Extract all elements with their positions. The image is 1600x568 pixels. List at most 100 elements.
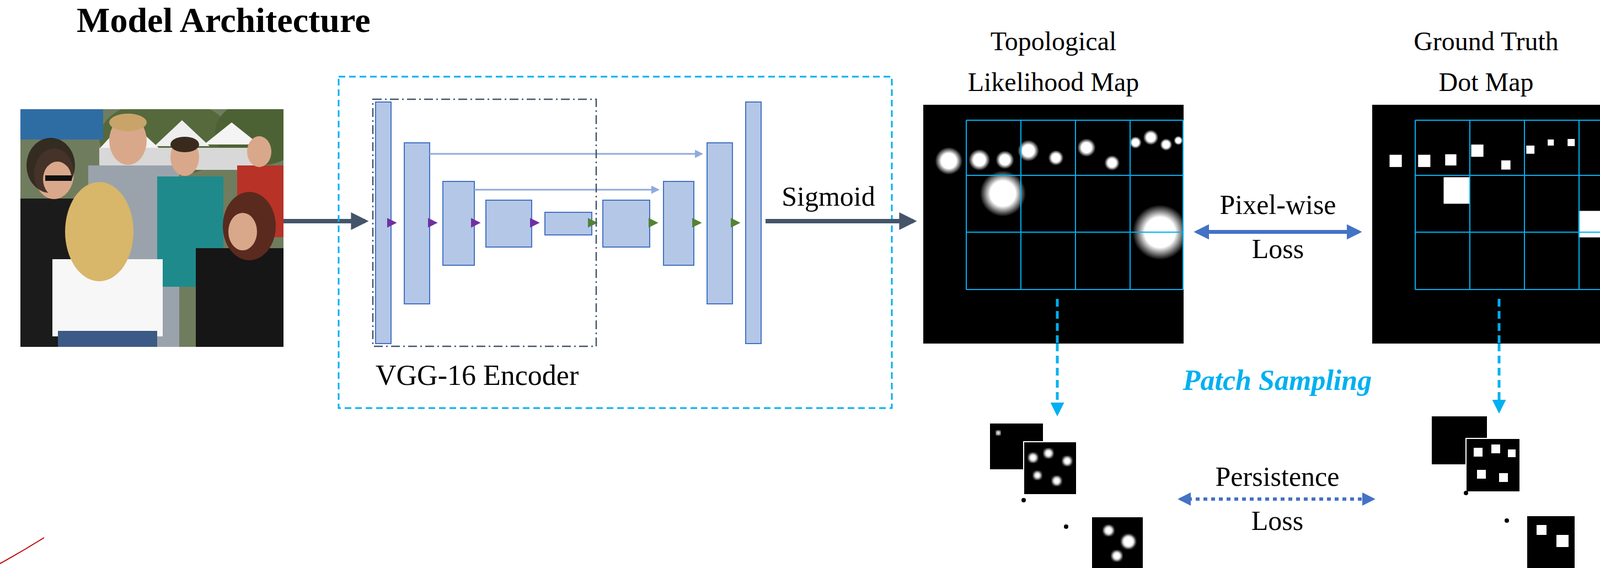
- layer-bar: [404, 142, 430, 304]
- dot-square: [1547, 139, 1554, 146]
- up-sample-arrow: [592, 222, 739, 224]
- crowd-photo: [57, 330, 158, 347]
- layer-bar: [485, 200, 532, 248]
- likelihood-blob: [1159, 138, 1173, 151]
- crowd-photo: [222, 191, 276, 261]
- skip-connection: [429, 153, 702, 190]
- dot-square: [1567, 138, 1575, 147]
- patch-grid: [1129, 120, 1131, 290]
- patch-grid: [1469, 120, 1471, 290]
- patch-grid: [1182, 120, 1184, 290]
- ground-truth-patch: [1507, 449, 1516, 458]
- patch-grid: [966, 119, 1184, 121]
- skip-connection: [474, 189, 658, 191]
- predicted-patch: [1103, 525, 1114, 536]
- predicted-patch: [1092, 517, 1143, 568]
- encoder-box: VGG-16 Encoder: [372, 98, 597, 347]
- patch-grid: [1415, 119, 1600, 121]
- ground-truth-patch: [1499, 473, 1508, 483]
- dot-square: [1389, 154, 1402, 168]
- layer-bar: [663, 181, 694, 266]
- patch-grid: [1415, 174, 1600, 176]
- up-sample-arrow: [732, 222, 739, 224]
- likelihood-blob: [1143, 129, 1159, 146]
- patch-grid: [966, 231, 1184, 233]
- likelihood-blob: [1129, 136, 1142, 149]
- node-outline: [1372, 104, 1600, 344]
- layer-bar: [544, 212, 592, 235]
- patch-grid: [966, 174, 1184, 176]
- ground-truth-patch: [1473, 447, 1483, 457]
- predicted-patch: [1062, 456, 1072, 466]
- ground-truth-patch: [1527, 516, 1575, 568]
- likelihood-blob: [995, 150, 1014, 169]
- predicted-patch: [1021, 498, 1026, 503]
- layer-bar: [707, 142, 733, 304]
- predicted-patch: [1033, 471, 1042, 480]
- layer-bar: [375, 102, 762, 344]
- crowd-photo: [20, 109, 104, 140]
- sampling-label: Patch Sampling: [1183, 364, 1372, 398]
- predicted-patch: [1111, 550, 1122, 561]
- predicted-patch: [1044, 448, 1053, 458]
- dot-square: [1443, 177, 1471, 204]
- dot-square: [1501, 160, 1511, 170]
- patch-grid: [965, 120, 967, 290]
- predicted-patch: [990, 423, 1143, 568]
- ground-truth-patch: [1477, 469, 1486, 479]
- layer-bar: [602, 200, 650, 248]
- layer-bar: [442, 181, 475, 266]
- patch-grid: [1415, 231, 1600, 233]
- likelihood-blob: [1104, 155, 1120, 171]
- diagram-title: Model Architecture: [76, 1, 371, 40]
- layer-bar: [375, 102, 392, 344]
- ground-truth-patch: [1465, 438, 1521, 492]
- down-sample-arrow: [532, 222, 538, 224]
- output-arrow: [765, 218, 914, 224]
- predicted-patch: [1052, 476, 1062, 486]
- dot-square: [1526, 145, 1535, 154]
- up-sample-arrow: [694, 222, 700, 224]
- predicted-patch: [1028, 453, 1038, 463]
- crowd-photo: [43, 161, 72, 197]
- patch-grid: [1020, 120, 1022, 290]
- down-sample-arrow: [391, 222, 395, 224]
- likelihood-blob: [1077, 138, 1096, 157]
- crowd-photo: [228, 212, 258, 251]
- patch-grid: [1074, 120, 1077, 290]
- predicted-patch: [1023, 441, 1077, 495]
- ground-truth-patch: [1556, 534, 1569, 548]
- network-dashed-frame: [338, 76, 892, 409]
- sampling-arrow: [1497, 298, 1501, 344]
- map-title: Topological Likelihood Map: [948, 20, 1159, 103]
- up-sample-arrow: [592, 222, 596, 224]
- node-outline: [923, 104, 1184, 344]
- input-arrow: [283, 218, 366, 224]
- ground-truth-patch: [1536, 525, 1547, 535]
- crowd-photo: [65, 182, 134, 282]
- crowd-photo: [20, 109, 284, 347]
- down-sample-arrow: [430, 222, 436, 224]
- predicted-patch: [1063, 524, 1069, 529]
- up-sample-arrow: [650, 222, 657, 224]
- ground-truth-patch: [1431, 416, 1575, 568]
- encoder-label: VGG-16 Encoder: [375, 359, 579, 393]
- predicted-patch: [996, 430, 1001, 436]
- dot-square: [1417, 154, 1431, 168]
- crowd-photo: [45, 175, 72, 181]
- node-outline: [372, 98, 597, 347]
- crowd-photo: [170, 136, 200, 153]
- dot-square: [1578, 210, 1600, 238]
- dot-square: [1470, 144, 1484, 157]
- sampling-arrow: [1056, 298, 1059, 344]
- corner-arc: [0, 537, 45, 564]
- ground-truth-patch: [1491, 444, 1501, 454]
- dot-map: Ground Truth Dot Map: [1372, 104, 1600, 344]
- likelihood-blob: [1048, 150, 1064, 166]
- patch-grid: [1415, 289, 1600, 291]
- encoder-outline: [372, 99, 597, 347]
- likelihood-blob: [1173, 135, 1184, 146]
- map-title: Ground Truth Dot Map: [1398, 20, 1575, 103]
